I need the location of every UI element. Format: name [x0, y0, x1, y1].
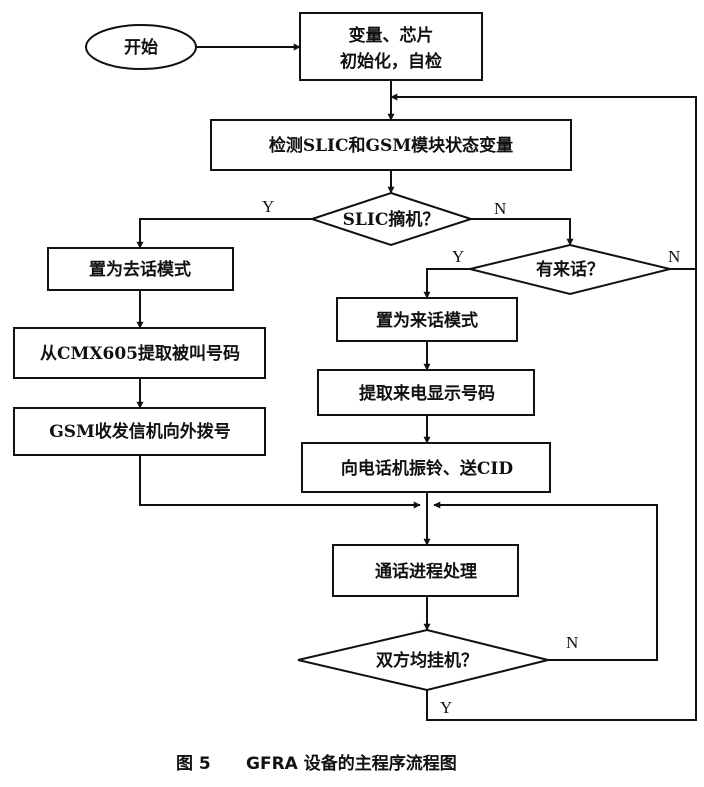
- edge-incoming-no: [390, 93, 697, 270]
- node-slic-decision: SLIC摘机？: [308, 191, 475, 247]
- edge-slic-no: [471, 218, 574, 246]
- node-set-outgoing: 置为去话模式: [47, 247, 234, 291]
- node-init-label-1: 变量、芯片: [349, 25, 434, 46]
- node-check-status-label: 检测SLIC和GSM模块状态变量: [269, 135, 513, 156]
- node-extract-called-label: 从CMX605提取被叫号码: [40, 343, 240, 364]
- node-gsm-dial-label: GSM收发信机向外拨号: [49, 421, 231, 442]
- edge-incoming-yes: [423, 268, 470, 299]
- node-hangup-decision-label: 双方均挂机？: [376, 650, 478, 671]
- incoming-no-label: N: [668, 247, 680, 266]
- edge-slic-yes: [136, 218, 312, 249]
- figure-caption: 图 5 GFRA 设备的主程序流程图: [176, 753, 457, 774]
- node-hangup-decision: 双方均挂机？: [297, 628, 549, 692]
- slic-yes-label: Y: [262, 197, 274, 216]
- edge-hangup-yes: [426, 269, 697, 721]
- node-incoming-decision-label: 有来话？: [536, 259, 604, 280]
- node-start: 开始: [85, 24, 197, 70]
- caption-figure-number: 图 5: [176, 754, 211, 774]
- node-incoming-decision: 有来话？: [469, 243, 671, 296]
- node-set-incoming-label: 置为来话模式: [376, 310, 478, 331]
- node-init-label-2: 初始化，自检: [340, 51, 442, 72]
- node-set-incoming: 置为来话模式: [336, 297, 518, 342]
- hangup-yes-label: Y: [440, 698, 452, 717]
- branch-labels: Y N Y N N Y: [262, 197, 680, 717]
- node-ring-send-cid: 向电话机振铃、送CID: [301, 442, 551, 493]
- node-check-status: 检测SLIC和GSM模块状态变量: [210, 119, 572, 171]
- node-init: 变量、芯片 初始化，自检: [299, 12, 483, 81]
- edge-hangup-no: [433, 501, 658, 661]
- node-call-process: 通话进程处理: [332, 544, 519, 597]
- incoming-yes-label: Y: [452, 247, 464, 266]
- node-ring-send-cid-label: 向电话机振铃、送CID: [341, 458, 513, 479]
- edge-dial-merge: [139, 455, 421, 509]
- slic-no-label: N: [494, 199, 506, 218]
- node-set-outgoing-label: 置为去话模式: [89, 259, 191, 280]
- node-extract-called: 从CMX605提取被叫号码: [13, 327, 266, 379]
- node-extract-caller: 提取来电显示号码: [317, 369, 535, 416]
- node-start-label: 开始: [124, 37, 158, 58]
- node-extract-caller-label: 提取来电显示号码: [359, 383, 495, 404]
- node-slic-decision-label: SLIC摘机？: [343, 209, 440, 230]
- hangup-no-label: N: [566, 633, 578, 652]
- connectors: [136, 43, 697, 721]
- node-gsm-dial: GSM收发信机向外拨号: [13, 407, 266, 456]
- caption-title: GFRA 设备的主程序流程图: [246, 753, 457, 774]
- node-call-process-label: 通话进程处理: [375, 561, 477, 582]
